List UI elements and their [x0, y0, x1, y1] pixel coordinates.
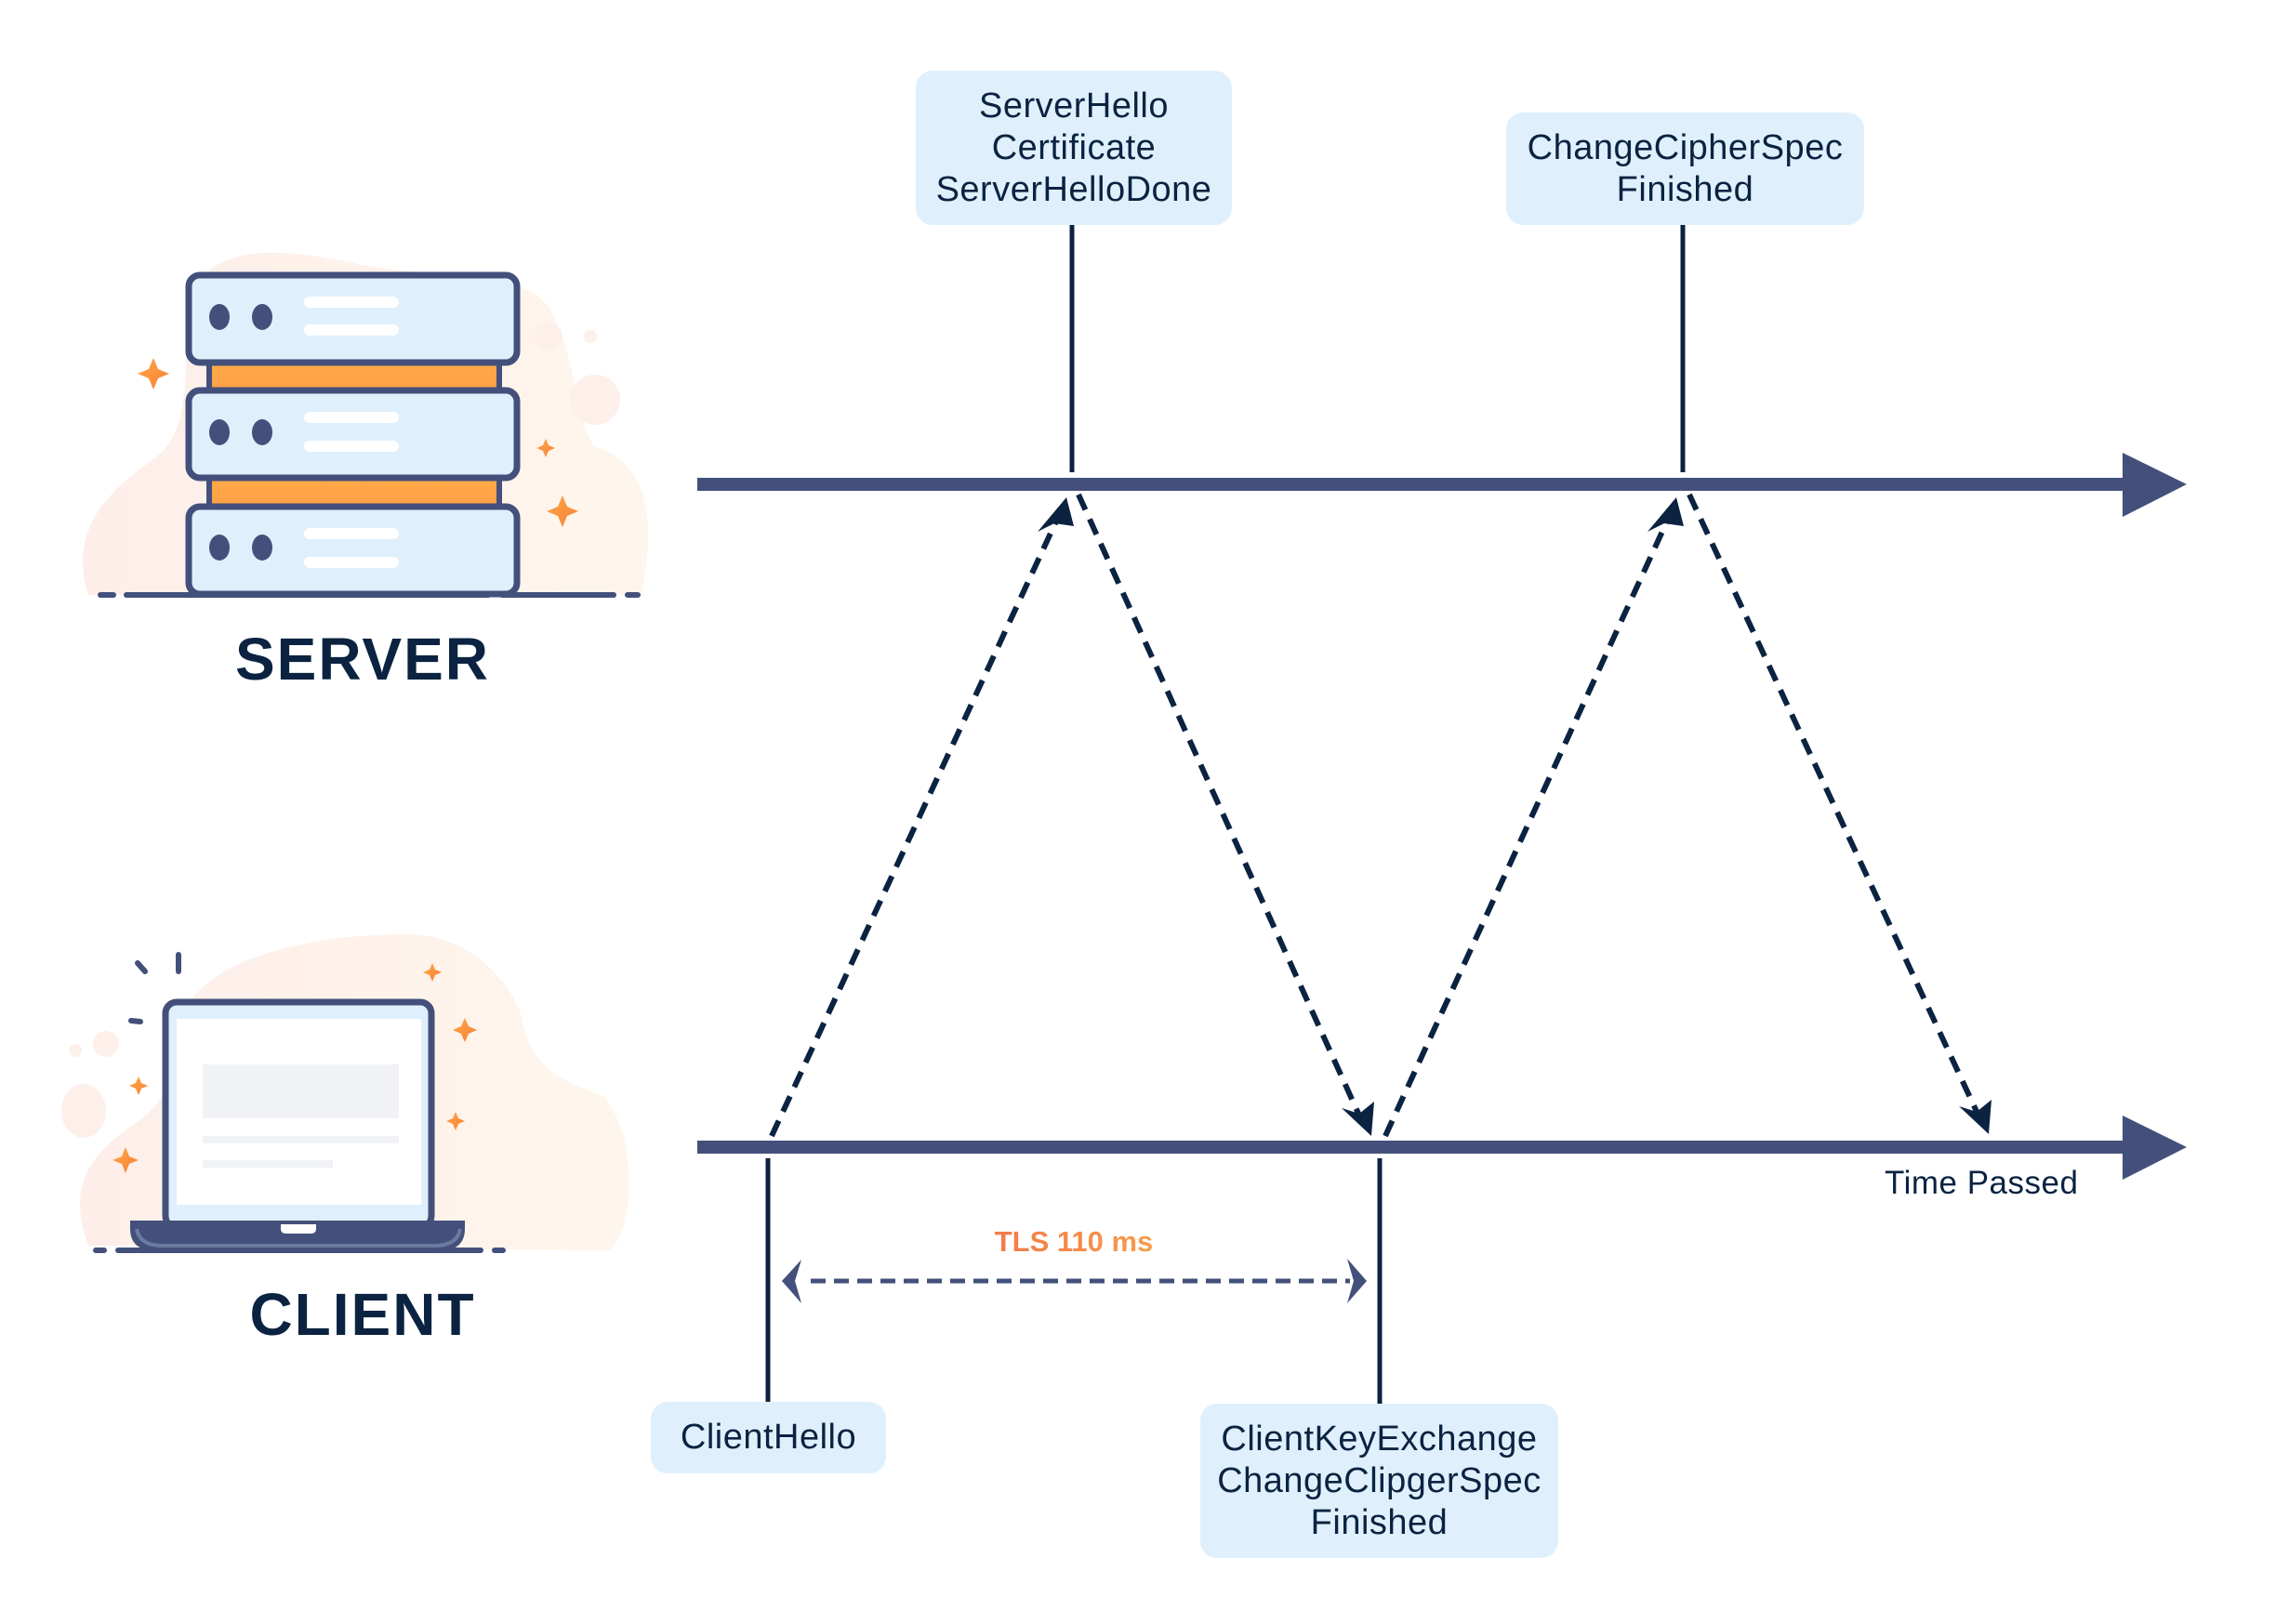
message-line: ChangeCipherSpec	[1527, 127, 1844, 167]
time-passed-label: Time Passed	[1885, 1165, 2079, 1201]
server-illustration	[83, 252, 649, 598]
message-box-server-hello: ServerHello Certificate ServerHelloDone	[916, 71, 1232, 225]
message-line: Finished	[1310, 1502, 1449, 1542]
client-timeline	[697, 1116, 2187, 1180]
timeline-arrowhead	[2123, 453, 2187, 517]
message-box-server-change-cipher: ChangeCipherSpec Finished	[1506, 112, 1864, 225]
decor-bubble	[535, 323, 562, 350]
attention-lines	[128, 952, 181, 1024]
flow-client-to-server-2	[1383, 511, 1674, 1138]
server-label: SERVER	[234, 626, 491, 693]
flow-server-to-client-1	[1076, 493, 1362, 1117]
decor-bubble	[584, 330, 597, 343]
tls-duration-label: TLS 110 ms	[934, 1225, 1213, 1259]
message-line: ServerHelloDone	[935, 169, 1212, 209]
decor-bubble	[61, 1084, 106, 1138]
message-line: ChangeClipgerSpec	[1217, 1460, 1541, 1500]
message-box-client-hello: ClientHello	[651, 1402, 886, 1473]
server-unit	[185, 503, 521, 598]
server-timeline	[697, 453, 2187, 517]
flow-client-to-server-1	[769, 511, 1063, 1138]
arrowhead-up-icon	[1647, 497, 1684, 532]
flow-arrowheads	[1038, 497, 1991, 1136]
timeline-arrowhead	[2123, 1116, 2187, 1180]
flow-arrows	[769, 493, 1981, 1138]
message-line: ClientKeyExchange	[1221, 1419, 1538, 1459]
message-line: Finished	[1616, 169, 1754, 209]
sparkle-icon	[112, 963, 477, 1173]
client-label: CLIENT	[249, 1281, 476, 1348]
server-unit	[185, 271, 521, 366]
arrowhead-right-icon	[1347, 1259, 1367, 1303]
flow-server-to-client-2	[1687, 493, 1981, 1117]
decor-bubble	[570, 375, 620, 425]
arrowhead-down-icon	[1959, 1100, 1991, 1134]
server-unit	[185, 387, 521, 482]
arrowhead-left-icon	[782, 1260, 801, 1303]
message-line: ServerHello	[978, 86, 1170, 125]
laptop-icon	[130, 998, 465, 1251]
tls-duration-arrow	[782, 1259, 1367, 1303]
decor-bubble	[69, 1044, 82, 1057]
message-line: ClientHello	[680, 1418, 857, 1457]
arrowhead-up-icon	[1038, 497, 1074, 532]
decor-bubble	[93, 1031, 119, 1057]
client-illustration	[61, 934, 629, 1253]
arrowhead-down-icon	[1342, 1102, 1374, 1136]
message-box-client-key-exchange: ClientKeyExchange ChangeClipgerSpec Fini…	[1200, 1404, 1558, 1558]
message-line: Certificate	[991, 127, 1157, 167]
